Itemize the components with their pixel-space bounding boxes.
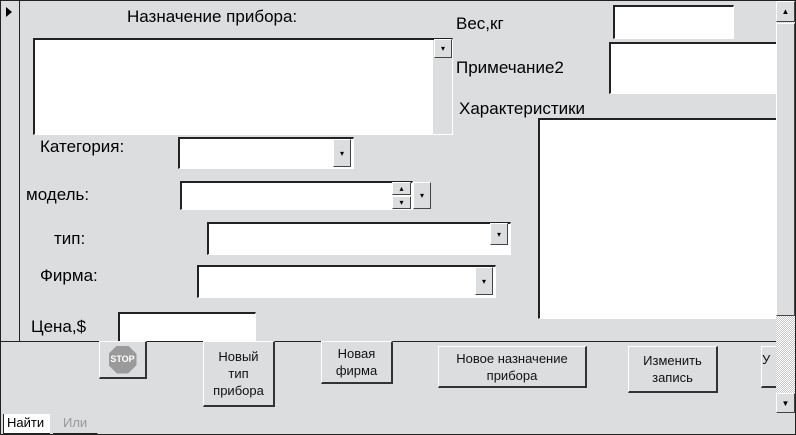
category-combobox[interactable] <box>178 137 354 169</box>
specs-textarea[interactable] <box>538 118 777 319</box>
model-input[interactable] <box>180 181 413 210</box>
record-selector[interactable] <box>1 1 20 341</box>
purpose-label: Назначение прибора: <box>127 7 298 26</box>
scroll-down-button[interactable]: ▼ <box>776 393 795 413</box>
price-label: Цена,$ <box>31 317 87 336</box>
scroll-up-button[interactable]: ▲ <box>776 1 795 22</box>
new-purpose-button[interactable]: Новое назначение прибора <box>438 346 587 388</box>
new-firm-button[interactable]: Новая фирма <box>321 341 393 384</box>
weight-input[interactable] <box>613 5 734 39</box>
firm-label: Фирма: <box>40 266 98 285</box>
type-label: тип: <box>54 229 86 248</box>
type-combobox[interactable] <box>207 222 511 255</box>
model-spin-down[interactable]: ▾ <box>392 196 411 209</box>
note-input[interactable] <box>609 42 777 94</box>
current-record-icon <box>6 7 12 17</box>
model-label: модель: <box>26 185 90 204</box>
price-input[interactable] <box>118 312 256 342</box>
tab-find[interactable]: Найти <box>3 414 51 434</box>
category-dropdown-button[interactable]: ▾ <box>333 139 351 167</box>
tab-or[interactable]: Или <box>53 414 105 434</box>
purpose-dropdown-button[interactable]: ▾ <box>434 39 452 58</box>
vertical-scrollbar[interactable]: ▲ ▼ <box>776 1 795 413</box>
type-dropdown-button[interactable]: ▾ <box>490 223 508 245</box>
weight-label: Вес,кг <box>456 14 504 33</box>
firm-combobox[interactable] <box>197 265 496 298</box>
firm-dropdown-button[interactable]: ▾ <box>475 267 493 295</box>
model-spin-up[interactable]: ▴ <box>392 182 411 195</box>
new-type-button[interactable]: Новый тип прибора <box>203 341 275 407</box>
stop-icon: STOP <box>108 345 137 374</box>
stop-button[interactable]: STOP <box>99 341 147 379</box>
purpose-listbox[interactable] <box>33 38 453 135</box>
category-label: Категория: <box>40 137 125 156</box>
scrollbar-thumb[interactable] <box>776 23 795 316</box>
edit-record-button[interactable]: Изменить запись <box>628 346 718 393</box>
specs-label: Характеристики <box>459 99 586 118</box>
model-dropdown-button[interactable]: ▾ <box>413 182 431 209</box>
note-label: Примечание2 <box>456 58 564 77</box>
